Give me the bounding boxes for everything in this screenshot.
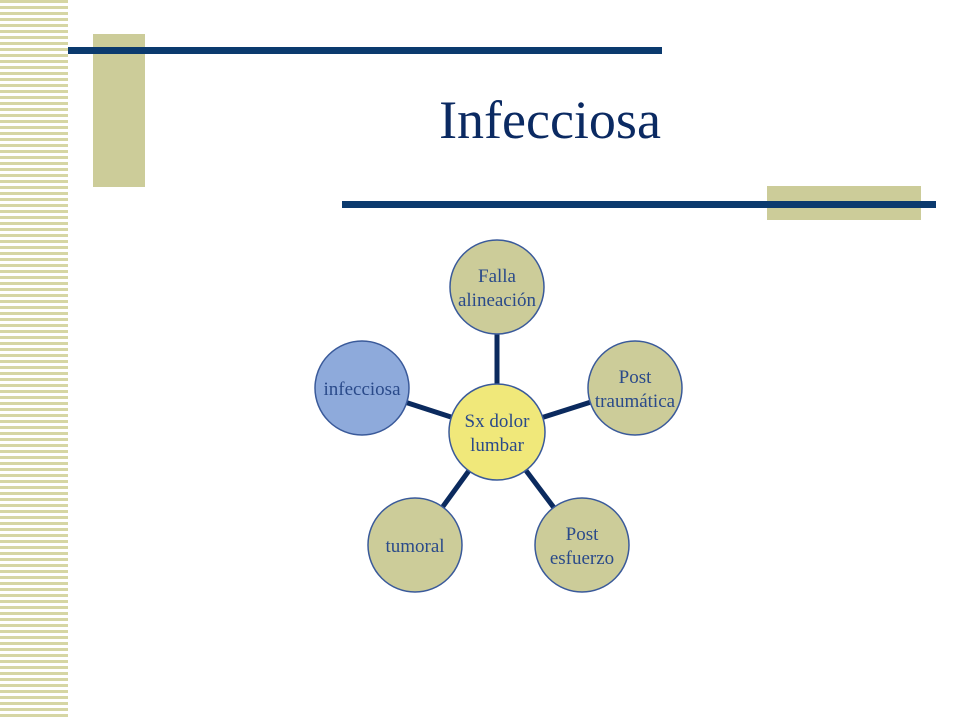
node-infecciosa: infecciosa: [314, 340, 410, 436]
connector-post-esfuerzo: [523, 468, 556, 509]
node-circle-infecciosa: [314, 340, 410, 436]
navy-bar-bottom: [342, 201, 936, 208]
node-falla-alineacion: Falla alineación: [449, 239, 545, 335]
node-tumoral-label-line-1: tumoral: [385, 536, 444, 557]
center-node-label-line-1: Sx dolor: [465, 411, 531, 432]
connector-post-traumatica: [541, 399, 591, 420]
node-post-esfuerzo: Post esfuerzo: [534, 497, 630, 593]
connector-infecciosa: [405, 400, 453, 420]
node-post-traumatica: Post traumática: [587, 340, 683, 436]
node-post-esfuerzo-label-line-2: esfuerzo: [550, 548, 614, 569]
node-circle-tumoral: [367, 497, 463, 593]
node-tumoral: tumoral: [367, 497, 463, 593]
node-infecciosa-label-line-1: infecciosa: [323, 379, 401, 400]
node-post-esfuerzo-label-line-1: Post: [566, 524, 599, 545]
node-falla-alineacion-label-line-2: alineación: [458, 290, 537, 311]
node-post-traumatica-label-line-1: Post: [619, 367, 652, 388]
slide-title: Infecciosa: [439, 90, 661, 150]
left-stripe-pattern: [0, 0, 68, 720]
connector-tumoral: [440, 469, 471, 509]
node-circle-post-traumatica: [587, 340, 683, 436]
node-falla-alineacion-label-line-1: Falla: [478, 266, 517, 287]
center-node-circle: [448, 383, 546, 481]
node-circle-post-esfuerzo: [534, 497, 630, 593]
center-node: Sx dolor lumbar: [448, 383, 546, 481]
node-post-traumatica-label-line-2: traumática: [595, 391, 676, 412]
center-node-label-line-2: lumbar: [470, 435, 524, 456]
khaki-block-top-left: [93, 34, 145, 187]
navy-bar-top: [68, 47, 662, 54]
node-circle-falla-alineacion: [449, 239, 545, 335]
